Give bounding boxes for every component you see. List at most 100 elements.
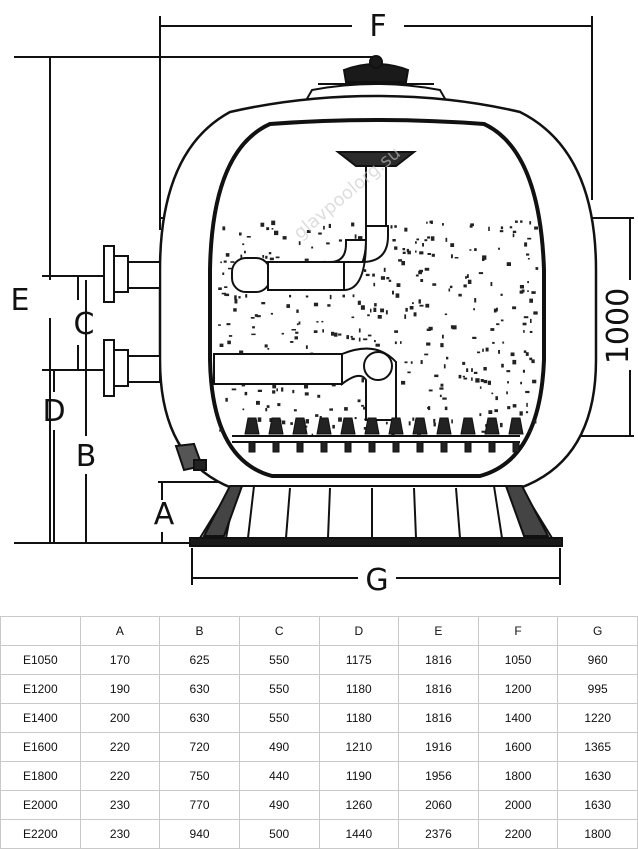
sand-grain	[479, 386, 482, 389]
sand-grain	[405, 307, 408, 312]
sand-grain	[500, 319, 504, 322]
model-cell: E1050	[0, 645, 81, 675]
sand-grain	[311, 246, 314, 249]
drain-valve	[174, 442, 207, 472]
sand-grain	[392, 290, 394, 295]
sand-grain	[427, 407, 430, 409]
sand-grain	[363, 406, 367, 410]
sand-grain	[450, 243, 455, 247]
sand-grain	[420, 360, 423, 364]
sand-grain	[228, 335, 233, 337]
value-cell: 1600	[477, 732, 559, 762]
lateral-nozzle	[508, 417, 524, 453]
sand-grain	[267, 348, 270, 350]
sand-grain	[469, 225, 473, 228]
sand-grain	[463, 377, 468, 380]
sand-grain	[525, 411, 529, 414]
model-cell: E1200	[0, 674, 81, 704]
sand-grain	[305, 295, 309, 298]
sand-grain	[318, 232, 322, 235]
sand-grain	[344, 407, 348, 411]
sand-grain	[418, 270, 422, 275]
sand-grain	[454, 257, 459, 259]
sand-grain	[394, 246, 398, 250]
value-cell: 995	[557, 674, 638, 704]
value-cell: 750	[159, 761, 240, 791]
value-cell: 940	[159, 819, 240, 849]
sand-grain	[375, 343, 380, 347]
model-cell: E1600	[0, 732, 81, 762]
sand-grain	[452, 325, 457, 330]
value-cell: 1180	[318, 703, 400, 733]
sand-grain	[296, 323, 299, 326]
sand-grain	[240, 254, 243, 258]
sand-grain	[271, 228, 274, 230]
sand-grain	[364, 269, 367, 272]
sand-grain	[428, 327, 433, 330]
sand-grain	[466, 274, 469, 278]
lateral-nozzle	[436, 417, 452, 453]
sand-grain	[252, 326, 255, 329]
sand-grain	[257, 417, 262, 422]
model-cell: E2000	[0, 790, 81, 820]
sand-grain	[298, 241, 301, 245]
sand-grain	[358, 236, 363, 240]
sand-grain	[282, 420, 286, 425]
sand-grain	[427, 236, 431, 239]
sand-grain	[361, 378, 364, 383]
value-cell: 1050	[477, 645, 559, 675]
filter-base-stand	[189, 485, 563, 547]
sand-grain	[496, 323, 500, 326]
sand-grain	[532, 379, 537, 384]
sand-grain	[234, 295, 237, 300]
value-cell: 550	[238, 645, 320, 675]
sand-grain	[483, 379, 488, 384]
label-a: A	[154, 497, 175, 532]
model-cell: E1400	[0, 703, 81, 733]
sand-grain	[444, 313, 448, 316]
lateral-nozzle	[484, 417, 500, 453]
sand-grain	[442, 223, 444, 226]
value-cell: 170	[79, 645, 161, 675]
sand-grain	[260, 222, 265, 227]
sand-grain	[220, 261, 222, 264]
sand-grain	[321, 320, 324, 323]
sand-grain	[527, 281, 529, 284]
sand-grain	[296, 309, 299, 313]
lateral-nozzles	[244, 417, 524, 453]
sand-grain	[246, 236, 251, 238]
sand-grain	[322, 329, 324, 333]
sand-grain	[386, 277, 390, 280]
sand-grain	[490, 328, 495, 331]
sand-grain	[426, 328, 431, 331]
sand-grain	[527, 290, 529, 292]
sand-grain	[319, 416, 322, 419]
value-cell: 550	[238, 674, 320, 704]
sand-grain	[451, 254, 453, 259]
sand-grain	[239, 350, 244, 354]
dimension-f	[159, 16, 593, 230]
sand-grain	[365, 273, 370, 277]
sand-grain	[313, 330, 318, 333]
sand-grain	[530, 318, 532, 323]
sand-grain	[276, 388, 278, 392]
value-cell: 770	[159, 790, 240, 820]
value-cell: 1800	[557, 819, 638, 849]
sand-grain	[507, 381, 509, 384]
model-cell: E1800	[0, 761, 81, 791]
value-cell: 220	[79, 732, 161, 762]
sand-grain	[430, 236, 435, 241]
sand-grain	[257, 389, 262, 392]
sand-grain	[351, 316, 355, 319]
sand-grain	[427, 253, 431, 255]
value-cell: 1180	[318, 674, 400, 704]
sand-grain	[463, 284, 467, 288]
sand-grain	[445, 237, 448, 242]
sand-grain	[327, 304, 331, 307]
sand-grain	[520, 381, 522, 385]
sand-grain	[522, 322, 527, 326]
